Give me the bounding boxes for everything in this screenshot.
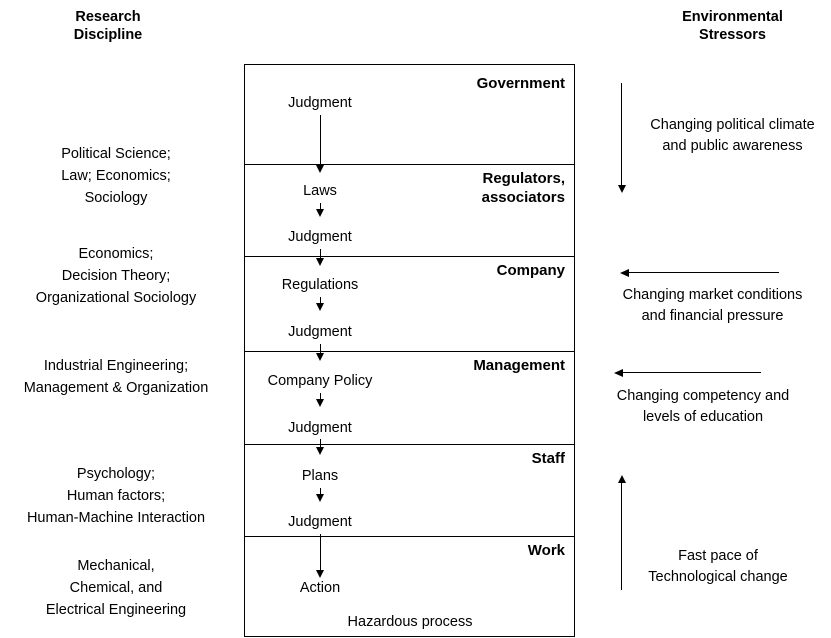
flow-label-judgment-government: Judgment [288,95,352,111]
level-title-work: Work [527,542,565,559]
discipline-label-political-science: Political Science; Law; Economics; Socio… [61,146,171,206]
sociotechnical-level-stack: Government Regulators, associators Compa… [244,64,575,637]
flow-connector-line-5 [320,344,321,358]
environmental-stressors-heading: Environmental Stressors [682,9,783,43]
flow-connector-line-6 [320,393,321,403]
flow-label-action: Action [299,580,341,596]
flow-arrow-down-icon-5 [316,353,324,361]
level-separator-management-staff [245,444,574,446]
flow-label-plans: Plans [301,468,339,484]
stressor-label-political-climate: Changing political climate and public aw… [650,117,815,154]
flow-label-hazardous-process: Hazardous process [347,614,473,630]
stressor-arrow-down-icon-political [617,185,626,193]
stressor-label-competency: Changing competency and levels of educat… [616,388,790,425]
level-separator-regulators-company [245,256,574,258]
stressor-arrow-left-icon-competency [614,368,623,377]
discipline-label-industrial-engineering: Industrial Engineering; Management & Org… [23,358,209,396]
flow-label-company-policy: Company Policy [267,373,373,389]
flow-arrow-down-icon-6 [316,399,324,407]
flow-connector-line-7 [320,439,321,452]
level-title-company: Company [496,262,565,279]
stressor-arrow-up-icon-technology [617,475,626,483]
flow-arrow-down-icon-7 [316,447,324,455]
flow-connector-line-4 [320,297,321,307]
level-title-government: Government [476,75,565,92]
stressor-arrow-line-competency [623,372,761,373]
discipline-label-mechanical-engineering: Mechanical, Chemical, and Electrical Eng… [45,558,187,618]
flow-arrow-down-icon-3 [316,258,324,266]
flow-arrow-down-icon-9 [316,570,324,578]
flow-connector-line-9 [320,534,321,576]
flow-connector-line-1 [320,115,321,167]
flow-arrow-down-icon-1 [316,165,324,173]
stressor-arrow-left-icon-market [620,268,629,277]
flow-label-laws: Laws [303,183,337,199]
flow-arrow-down-icon-8 [316,494,324,502]
stressor-label-market-conditions: Changing market conditions and financial… [622,287,803,324]
flow-label-judgment-management: Judgment [288,420,352,436]
flow-label-judgment-staff: Judgment [288,514,352,530]
level-title-regulators-associators: Regulators, associators [481,170,565,206]
flow-label-judgment-company: Judgment [288,324,352,340]
flow-label-regulations: Regulations [281,277,359,293]
research-discipline-heading: Research Discipline [73,9,143,43]
flow-connector-line-8 [320,488,321,498]
level-title-management: Management [473,357,565,374]
stressor-label-technological-change: Fast pace of Technological change [648,548,788,585]
stressor-arrow-line-market [629,272,779,273]
level-separator-company-management [245,351,574,353]
stressor-arrow-line-technology [621,483,622,590]
flow-arrow-down-icon-4 [316,303,324,311]
stressor-arrow-line-political [621,83,622,187]
level-separator-staff-work [245,536,574,538]
flow-label-judgment-regulators: Judgment [288,229,352,245]
flow-connector-line-2 [320,203,321,213]
discipline-label-psychology: Psychology; Human factors; Human-Machine… [26,466,206,526]
discipline-label-economics: Economics; Decision Theory; Organization… [35,246,197,306]
flow-arrow-down-icon-2 [316,209,324,217]
level-separator-government-regulators [245,164,574,166]
level-title-staff: Staff [531,450,565,467]
flow-connector-line-3 [320,249,321,263]
